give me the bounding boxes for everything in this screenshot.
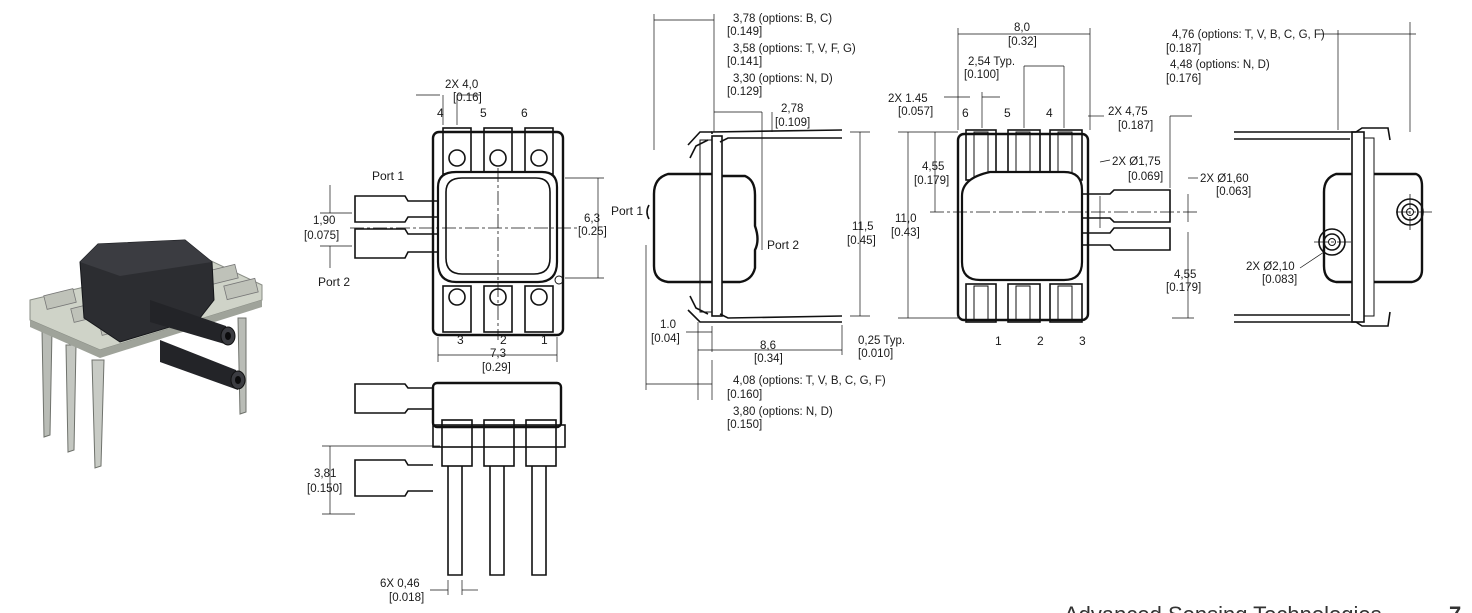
front-edge-inch: [0.057] — [898, 106, 933, 118]
end-d1-inch: [0.187] — [1166, 43, 1201, 55]
end-port-dia-value: 2X Ø2,10 — [1246, 261, 1295, 273]
top-body-width-value: 7,3 — [490, 348, 506, 360]
lower-lead-width-inch: [0.018] — [389, 592, 424, 604]
front-height-value: 11,0 — [895, 213, 917, 225]
top-body-height-inch: [0.25] — [578, 226, 607, 238]
front-width-inch: [0.32] — [1008, 36, 1037, 48]
side-a-d6-value: 8,6 — [760, 340, 776, 352]
side-a-d9-inch: [0.150] — [727, 419, 762, 431]
side-a-d5-inch: [0.04] — [651, 333, 680, 345]
lower-lead-width-value: 6X 0,46 — [380, 578, 420, 590]
side-a-d1-value: 3,78 (options: B, C) — [733, 13, 832, 25]
side-a-d9-value: 3,80 (options: N, D) — [733, 406, 833, 418]
top-pin-3: 3 — [457, 333, 464, 347]
side-a-height-inch: [0.45] — [847, 235, 876, 247]
top-body-height-value: 6,3 — [584, 213, 600, 225]
front-pitch-value: 2,54 Typ. — [968, 56, 1015, 68]
side-a-d3-inch: [0.129] — [727, 86, 762, 98]
side-a-port2-label: Port 2 — [767, 238, 799, 252]
front-view: 8,0 [0.32] 2,54 Typ. [0.100] 2X 1.45 [0.… — [888, 22, 1251, 348]
side-a-d8-value: 4,08 (options: T, V, B, C, G, F) — [733, 375, 886, 387]
top-pin-5: 5 — [480, 106, 487, 120]
side-a-d8-inch: [0.160] — [727, 389, 762, 401]
top-port-spacing-inch: [0.075] — [304, 230, 339, 242]
end-d2-value: 4,48 (options: N, D) — [1170, 59, 1270, 71]
top-pin-1: 1 — [541, 333, 548, 347]
front-lower-inch: [0.179] — [1166, 282, 1201, 294]
top-pin-6: 6 — [521, 106, 528, 120]
page-number: 7 — [1449, 602, 1461, 613]
side-a-port1-label: Port 1 — [611, 204, 643, 218]
front-pin-2: 2 — [1037, 334, 1044, 348]
front-height-inch: [0.43] — [891, 227, 920, 239]
front-width-value: 8,0 — [1014, 22, 1030, 34]
front-port-dia-b-inch: [0.063] — [1216, 186, 1251, 198]
top-body-width-inch: [0.29] — [482, 362, 511, 374]
front-pin-1: 1 — [995, 334, 1002, 348]
front-port-dia-a-value: 2X Ø1,75 — [1112, 156, 1161, 168]
lower-offset-inch: [0.150] — [307, 483, 342, 495]
front-pin-3: 3 — [1079, 334, 1086, 348]
front-port-len-inch: [0.187] — [1118, 120, 1153, 132]
end-port-dia-inch: [0.083] — [1262, 274, 1297, 286]
front-port-dia-b-value: 2X Ø1,60 — [1200, 173, 1249, 185]
side-a-d7-value: 0,25 Typ. — [858, 335, 905, 347]
page-footer: Advanced Sensing Technologies 7 — [1064, 602, 1461, 613]
top-pitch-inch: [0.16] — [453, 92, 482, 104]
lower-offset-value: 3,81 — [314, 468, 336, 480]
top-port-spacing-value: 1,90 — [313, 215, 335, 227]
front-port-dia-a-inch: [0.069] — [1128, 171, 1163, 183]
side-a-d5-value: 1.0 — [660, 319, 676, 331]
side-a-d2-value: 3,58 (options: T, V, F, G) — [733, 43, 856, 55]
front-upper-inch: [0.179] — [914, 175, 949, 187]
top-pin-2: 2 — [500, 333, 507, 347]
footer-text: Advanced Sensing Technologies — [1064, 602, 1382, 613]
front-edge-value: 2X 1.45 — [888, 93, 928, 105]
front-upper-value: 4,55 — [922, 161, 944, 173]
end-d1-value: 4,76 (options: T, V, B, C, G, F) — [1172, 29, 1325, 41]
top-pitch-value: 2X 4,0 — [445, 79, 478, 91]
top-view: 2X 4,0 [0.16] 4 5 6 3 2 1 Port 1 Port 2 … — [304, 79, 607, 374]
product-photo — [29, 239, 263, 469]
side-a-d2-inch: [0.141] — [727, 56, 762, 68]
side-a-d7-inch: [0.010] — [858, 348, 893, 360]
front-lower-value: 4,55 — [1174, 269, 1196, 281]
side-a-height-value: 11,5 — [852, 221, 874, 233]
top-port1-label: Port 1 — [372, 169, 404, 183]
lower-view: 3,81 [0.150] 6X 0,46 [0.018] — [307, 381, 566, 604]
front-pin-6: 6 — [962, 106, 969, 120]
end-view: 4,76 (options: T, V, B, C, G, F) [0.187]… — [1166, 22, 1432, 327]
side-a-d4-inch: [0.109] — [775, 117, 810, 129]
side-view-a: 3,78 (options: B, C) [0.149] 3,58 (optio… — [611, 13, 905, 431]
side-a-d1-inch: [0.149] — [727, 26, 762, 38]
top-port2-label: Port 2 — [318, 275, 350, 289]
side-a-d4-value: 2,78 — [781, 103, 803, 115]
end-d2-inch: [0.176] — [1166, 73, 1201, 85]
front-pin-4: 4 — [1046, 106, 1053, 120]
side-a-d3-value: 3,30 (options: N, D) — [733, 73, 833, 85]
front-pin-5: 5 — [1004, 106, 1011, 120]
front-pitch-inch: [0.100] — [964, 69, 999, 81]
front-port-len-value: 2X 4,75 — [1108, 106, 1148, 118]
side-a-d6-inch: [0.34] — [754, 353, 783, 365]
top-pin-4: 4 — [437, 106, 444, 120]
